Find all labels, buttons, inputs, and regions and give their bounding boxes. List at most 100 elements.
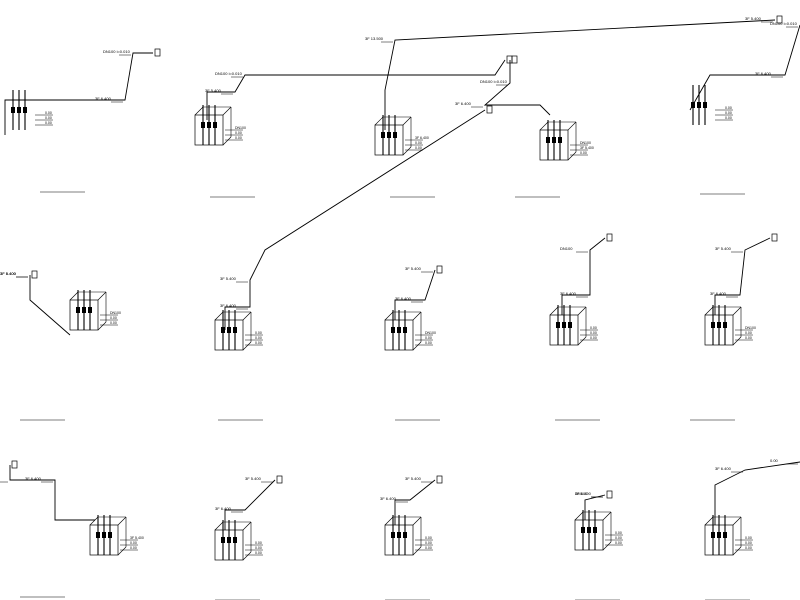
elevation-tag: 0.00 xyxy=(130,541,137,545)
end-fitting-icon xyxy=(511,55,518,64)
valve xyxy=(207,122,211,128)
pipe-tag: 3F 5.400 xyxy=(745,16,762,21)
box-edge xyxy=(89,516,99,526)
box-edge xyxy=(402,146,412,156)
box-edge xyxy=(574,511,584,521)
pipe-tag: 3F 6.400 xyxy=(215,506,232,511)
valve xyxy=(96,532,100,538)
pipe-tag: 3F 5.400 xyxy=(245,476,262,481)
elevation-tag: 0.00 xyxy=(725,116,732,120)
box-edge xyxy=(214,311,224,321)
elevation-tag: 0.00 xyxy=(45,116,52,120)
valve xyxy=(403,532,407,538)
valve xyxy=(552,137,556,143)
elevation-tag: DN100 xyxy=(745,326,756,330)
end-fitting-icon xyxy=(486,105,493,114)
pipe-tag: 3F 6.400 xyxy=(755,71,772,76)
valve xyxy=(17,107,21,113)
elevation-tag: 0.00 xyxy=(235,136,242,140)
box-edge xyxy=(412,546,422,556)
diagram-d7: 3F 6.400 3F 5.400 0.00 0.00 0.00 xyxy=(214,105,493,421)
valve xyxy=(221,537,225,543)
valve xyxy=(108,532,112,538)
elevation-tag: DN100 xyxy=(110,311,121,315)
pipe-tag: 3F 6.400 xyxy=(220,303,237,308)
box-edge xyxy=(704,306,714,316)
elevation-tag: 3F 5.400 xyxy=(580,146,594,150)
elevation-tag: 0.00 xyxy=(580,151,587,155)
pipe-tag: 3F 6.400 xyxy=(395,296,412,301)
pipe-tag: 3F 6.400 xyxy=(380,496,397,501)
pipe-tag: 3F 6.400 xyxy=(560,291,577,296)
elevation-tag: DN100 xyxy=(235,126,246,130)
elevation-tag: 0.00 xyxy=(130,546,137,550)
elevation-tag: 0.00 xyxy=(425,536,432,540)
pipe-tag: 3F 6.400 xyxy=(455,101,472,106)
valve xyxy=(201,122,205,128)
box-edge xyxy=(242,311,252,321)
box-edge xyxy=(117,516,127,526)
pipe-tag: 3F 5.400 xyxy=(405,476,422,481)
pipe-tag: 3F 5.400 xyxy=(0,271,17,276)
pipe-route xyxy=(714,461,800,525)
elevation-tag: 0.00 xyxy=(590,336,597,340)
elevation-tag: 0.00 xyxy=(725,106,732,110)
valve xyxy=(381,132,385,138)
pipe-route xyxy=(4,52,153,135)
box-edge xyxy=(412,516,422,526)
elevation-tag: 0.00 xyxy=(745,536,752,540)
elevation-tag: 0.00 xyxy=(425,541,432,545)
box-edge xyxy=(69,291,79,301)
elevation-tag: 0.00 xyxy=(590,326,597,330)
end-fitting-icon xyxy=(771,233,778,242)
pipe-tag: DN100 i=0.010 xyxy=(215,71,243,76)
valve xyxy=(393,132,397,138)
valve xyxy=(227,537,231,543)
valve xyxy=(397,532,401,538)
box-edge xyxy=(384,311,394,321)
box-edge xyxy=(577,336,587,346)
elevation-tag: 0.00 xyxy=(745,331,752,335)
end-fitting-icon xyxy=(606,233,613,242)
elevation-tag: 0.00 xyxy=(255,336,262,340)
box-edge xyxy=(567,151,577,161)
valve xyxy=(711,532,715,538)
pipe-tag: DN100 i=0.010 xyxy=(480,79,508,84)
box-edge xyxy=(374,116,384,126)
pipe-route xyxy=(384,19,776,130)
box-edge xyxy=(539,121,549,131)
elevation-tag: 0.00 xyxy=(615,531,622,535)
elevation-tag: 0.00 xyxy=(590,331,597,335)
box-edge xyxy=(242,551,252,561)
pipe-tag: DN100 xyxy=(575,491,588,496)
pipe-route xyxy=(394,479,436,525)
elevation-tag: 0.00 xyxy=(725,111,732,115)
valve xyxy=(717,532,721,538)
pipe-route xyxy=(714,237,771,315)
valve xyxy=(11,107,15,113)
box-edge xyxy=(97,321,107,331)
elevation-tag: 0.00 xyxy=(255,546,262,550)
elevation-tag: DN100 xyxy=(580,141,591,145)
box-edge xyxy=(402,116,412,126)
elevation-tag: 0.00 xyxy=(425,341,432,345)
pipe-tag: 3F 5.400 xyxy=(220,276,237,281)
pipe-tag: DN100 xyxy=(560,246,573,251)
box-edge xyxy=(567,121,577,131)
elevation-tag: 0.00 xyxy=(615,536,622,540)
elevation-tag: 0.00 xyxy=(110,321,117,325)
end-fitting-icon xyxy=(276,475,283,484)
valve xyxy=(723,322,727,328)
end-fitting-icon xyxy=(436,475,443,484)
valve xyxy=(703,102,707,108)
valve xyxy=(233,327,237,333)
elevation-tag: DN100 xyxy=(425,331,436,335)
